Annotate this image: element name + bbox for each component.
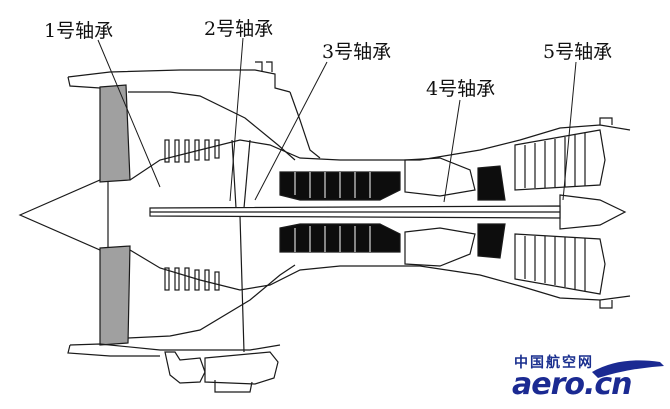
watermark-cn: 中国航空网	[514, 355, 594, 371]
leader-bearing1	[97, 39, 161, 188]
exhaust-cone	[559, 194, 627, 230]
label-bearing-4: 4号轴承	[426, 78, 496, 100]
hp-turbine-lower	[477, 223, 506, 259]
nacelle-lower	[69, 343, 281, 351]
lp-turbine-upper	[514, 129, 606, 191]
label-bearing-2: 2号轴承	[204, 18, 274, 40]
core-casing-upper	[129, 124, 631, 181]
spinner	[18, 179, 109, 251]
leader-bearing2	[229, 37, 244, 202]
nacelle-upper	[67, 69, 291, 93]
lp-turbine-lower	[514, 233, 606, 295]
label-bearing-1: 1号轴承	[44, 20, 114, 42]
lp-compressor-upper	[164, 139, 220, 163]
label-bearing-3: 3号轴承	[322, 41, 392, 63]
gearbox	[164, 351, 206, 384]
leader-bearing3	[254, 61, 328, 201]
hp-turbine-upper	[477, 165, 506, 201]
lp-compressor-lower	[164, 267, 220, 291]
fan-blade-lower	[99, 245, 131, 346]
label-bearing-5: 5号轴承	[543, 41, 613, 63]
combustor-lower	[404, 227, 476, 267]
leader-bearing4	[443, 99, 461, 203]
watermark-logo-swoosh	[592, 360, 664, 378]
leader-bearing5	[562, 61, 577, 201]
watermark-en: aero.cn	[512, 367, 633, 402]
combustor-upper	[404, 157, 476, 197]
leader-lines	[97, 37, 577, 203]
fan-blade-upper	[99, 84, 131, 183]
core-casing-lower	[129, 249, 631, 301]
